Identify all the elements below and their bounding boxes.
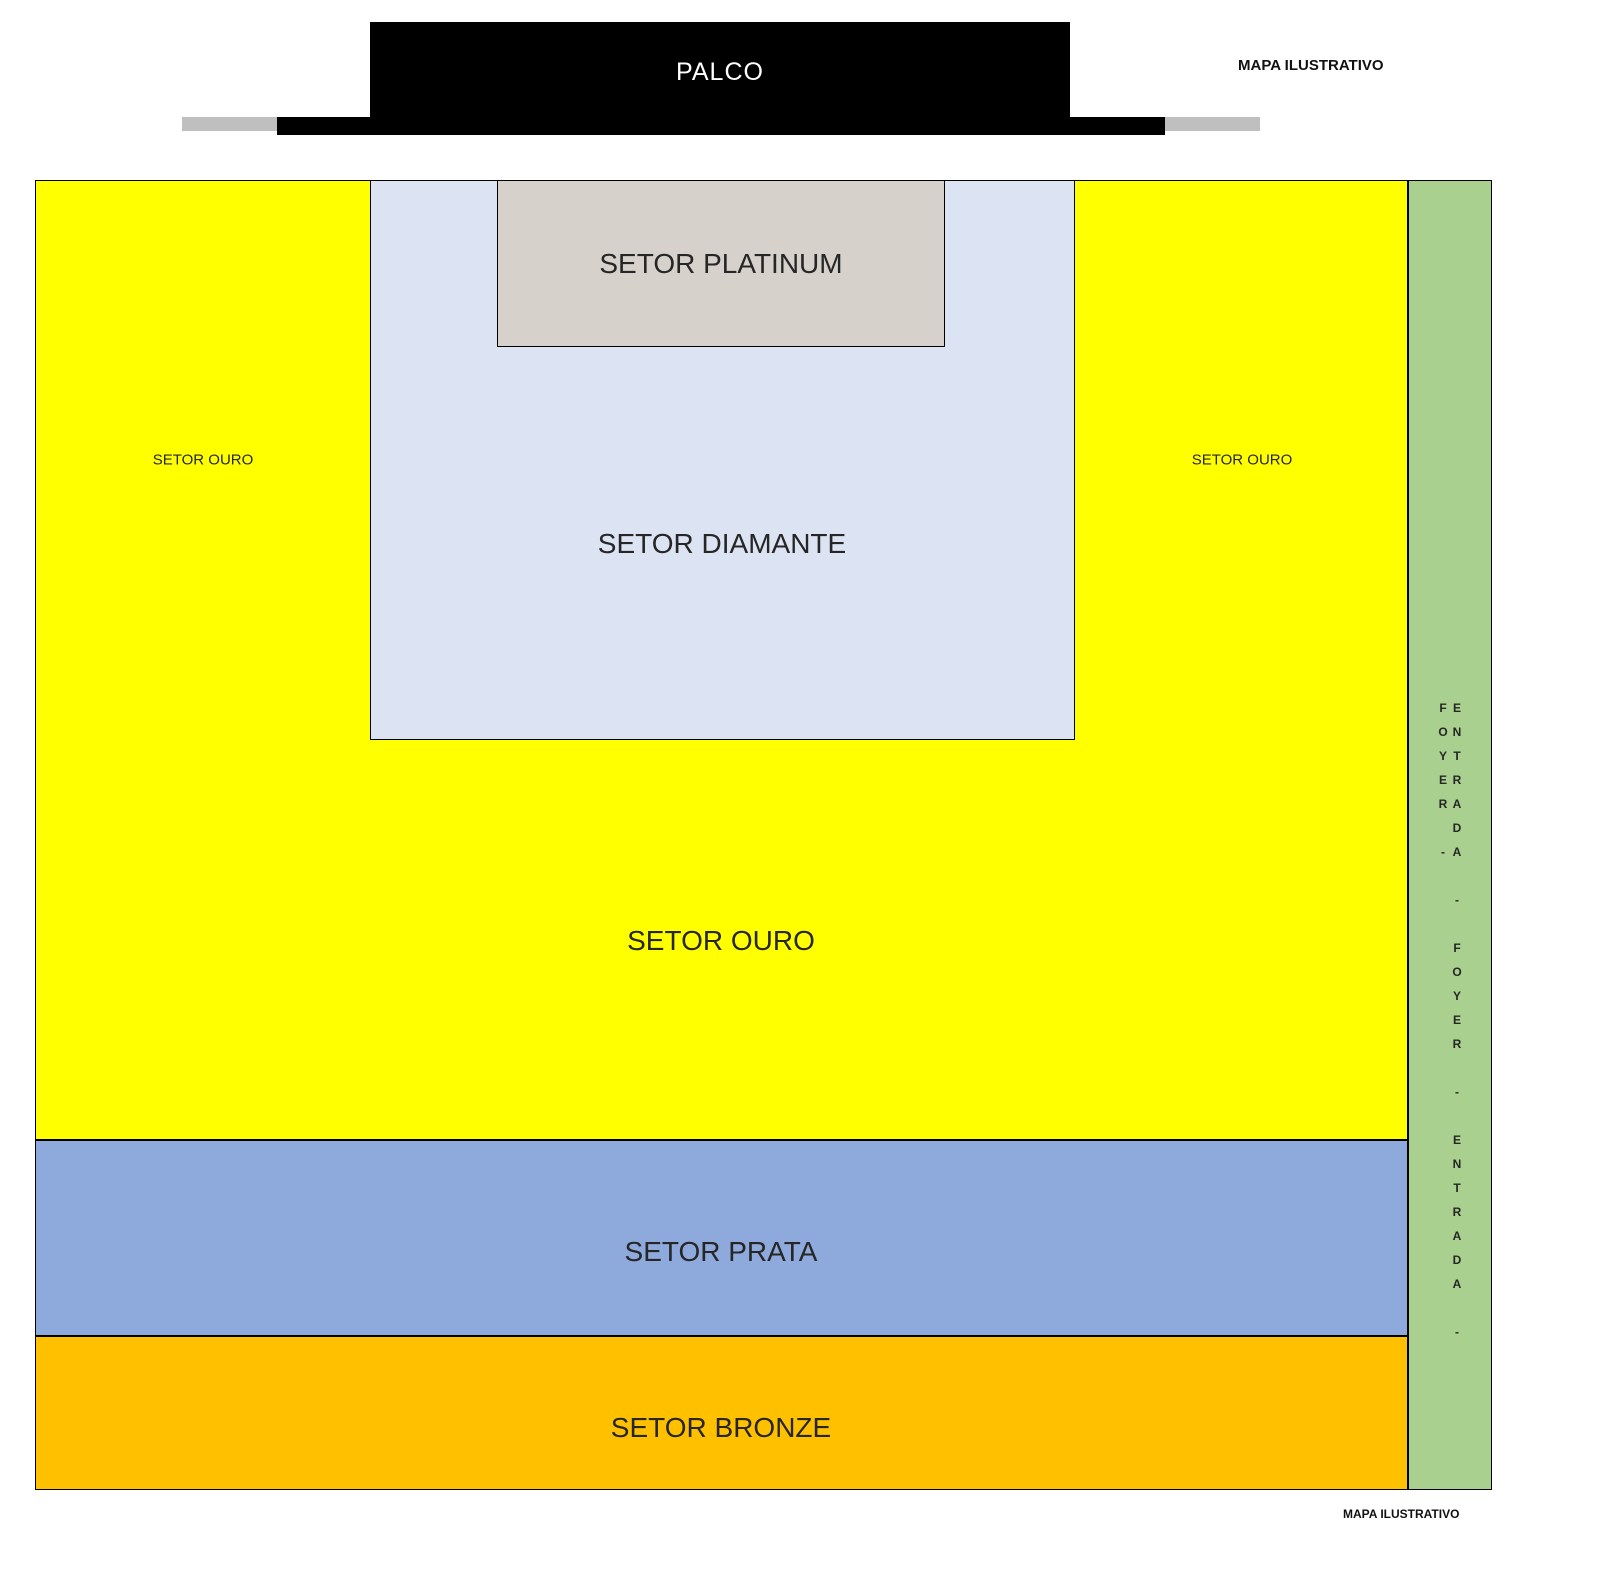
entrada-foyer-label: ENTRADA - FOYER - ENTRADA - FOYER - [1436, 701, 1464, 1349]
sector-ouro-left-label: SETOR OURO [152, 451, 254, 469]
stage-apron [277, 117, 1165, 135]
sector-ouro-right-label: SETOR OURO [1191, 451, 1293, 469]
sector-prata-region [35, 1140, 1408, 1336]
map-note-top: MAPA ILUSTRATIVO [1238, 57, 1384, 74]
stage-wing-left [182, 117, 277, 131]
sector-bronze-region [35, 1336, 1408, 1490]
entrada-foyer-strip: ENTRADA - FOYER - ENTRADA - FOYER - [1408, 180, 1492, 1490]
sector-ouro-label: SETOR OURO [627, 925, 815, 956]
stage-label: PALCO [676, 58, 764, 86]
sector-platinum-label: SETOR PLATINUM [599, 248, 843, 279]
sector-prata-label: SETOR PRATA [624, 1236, 818, 1267]
sector-platinum-region [497, 180, 945, 347]
map-note-bottom: MAPA ILUSTRATIVO [1343, 1507, 1460, 1521]
stage: PALCO [370, 22, 1070, 123]
sector-bronze-label: SETOR BRONZE [610, 1412, 832, 1443]
sector-diamante-label: SETOR DIAMANTE [597, 528, 847, 559]
stage-wing-right [1165, 117, 1260, 131]
